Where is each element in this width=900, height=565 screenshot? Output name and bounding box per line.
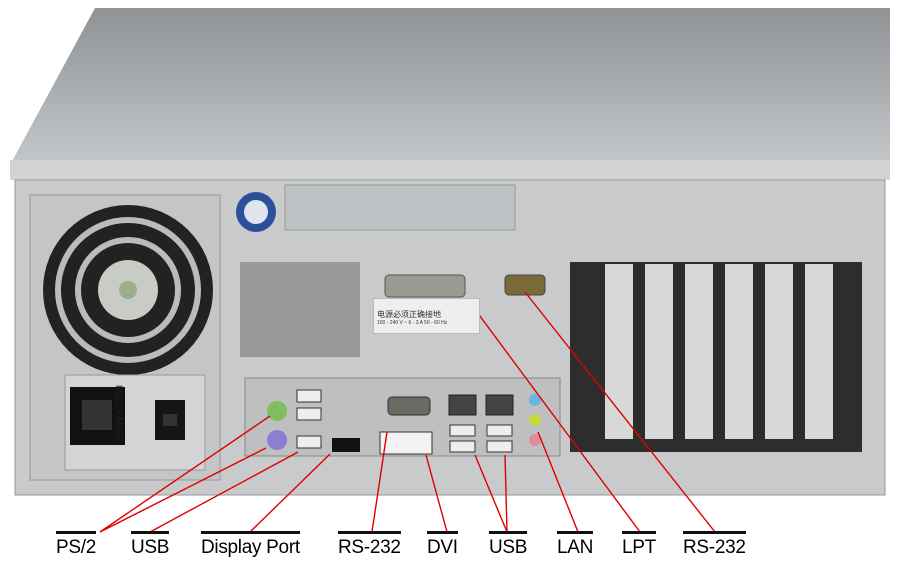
sticker-rating: 100 - 240 V ~ 6 - 3 A 50 - 60 Hz xyxy=(377,320,448,326)
audio-mic xyxy=(529,434,541,446)
top-plate xyxy=(284,184,516,231)
label-lan: LAN xyxy=(557,531,593,560)
label-displayport: Display Port xyxy=(201,531,300,560)
lan-ports xyxy=(448,394,514,416)
usb-ports-below-lan xyxy=(449,424,513,453)
rs232-top-port xyxy=(504,274,546,296)
chassis-lid xyxy=(10,8,890,165)
label-usb-rear: USB xyxy=(131,531,169,560)
label-ps2: PS/2 xyxy=(56,531,96,560)
label-rs232-io: RS-232 xyxy=(338,531,401,560)
sticker-warning: 电源必须正确接地 xyxy=(377,310,441,319)
dvi-port xyxy=(379,431,433,455)
label-rs232-top: RS-232 xyxy=(683,531,746,560)
vent-grid xyxy=(240,262,360,357)
audio-line-in xyxy=(529,394,541,406)
full-range-label: FULL RANGE xyxy=(114,385,124,442)
expansion-slot-covers xyxy=(605,264,833,439)
ps2-mouse-port xyxy=(267,430,287,450)
label-usb-lan: USB xyxy=(489,531,527,560)
lpt-port xyxy=(384,274,466,298)
leader-lines xyxy=(99,291,716,533)
ps2-keyboard-port xyxy=(267,401,287,421)
audio-line-out xyxy=(529,414,541,426)
usb-stack-rear xyxy=(296,389,322,449)
displayport-port xyxy=(332,438,360,452)
safety-sticker: 电源必须正确接地 100 - 240 V ~ 6 - 3 A 50 - 60 H… xyxy=(373,298,480,334)
label-dvi: DVI xyxy=(427,531,458,560)
rs232-io-port xyxy=(387,396,431,416)
label-lpt: LPT xyxy=(622,531,656,560)
chassis-lid-edge xyxy=(10,160,890,180)
